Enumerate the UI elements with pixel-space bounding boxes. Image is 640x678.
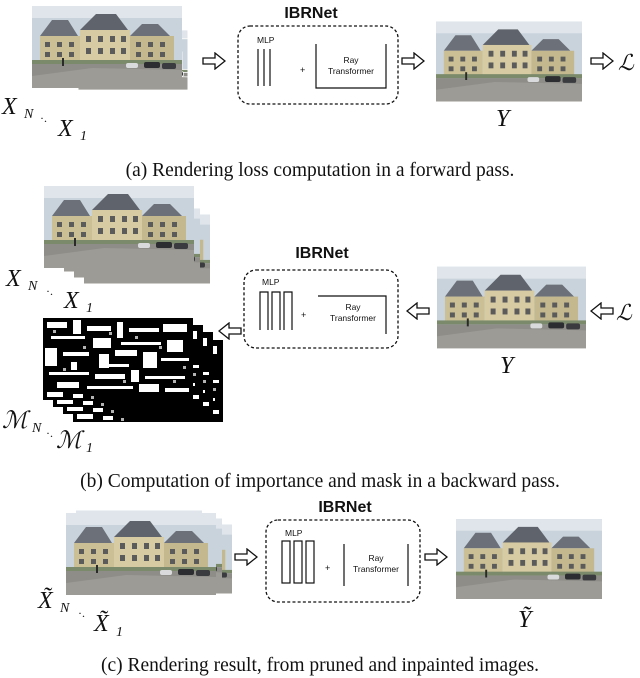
label-x-n-sub: N <box>27 279 38 294</box>
label-dots: ·. <box>40 111 47 125</box>
ibrnet-title: IBRNet <box>284 5 338 22</box>
caption-b: (b) Computation of importance and mask i… <box>80 471 560 492</box>
ibrnet-block: IBRNet MLP + Ray Transformer <box>243 245 399 349</box>
mlp-label: MLP <box>257 35 275 45</box>
mlp-layers <box>257 49 271 86</box>
input-image-stack <box>44 186 210 284</box>
output-label-y: Y <box>496 106 512 132</box>
label-x-1-sub: 1 <box>86 301 93 316</box>
label-x-1: X <box>57 116 74 142</box>
ray-transformer-bracket <box>318 295 387 334</box>
ray-transformer-line2: Transformer <box>353 564 399 574</box>
input-image-stack <box>32 6 189 90</box>
caption-c: (c) Rendering result, from pruned and in… <box>101 655 539 676</box>
mask-image <box>43 318 193 400</box>
label-dots: ·. <box>78 606 85 620</box>
arrow-right <box>424 548 448 566</box>
ray-transformer-line1: Ray <box>343 55 359 65</box>
mlp-label: MLP <box>262 277 280 287</box>
input-image <box>44 186 194 268</box>
ibrnet-block: IBRNet MLP + Ray Transformer <box>265 499 421 603</box>
label-dots: ·. <box>46 426 53 440</box>
mlp-layers <box>259 291 293 330</box>
panel-c: IBRNet MLP + Ray Transformer Ỹ X̃ N ·. X… <box>37 499 602 676</box>
ray-transformer-line2: Transformer <box>330 313 376 323</box>
output-label-y-tilde: Ỹ <box>518 607 534 633</box>
label-x-1: X <box>63 288 80 314</box>
arrow-left <box>590 302 614 320</box>
output-label-y: Y <box>500 353 516 379</box>
ibrnet-title: IBRNet <box>318 499 372 516</box>
input-image <box>32 6 182 88</box>
ray-transformer-line1: Ray <box>345 302 361 312</box>
plus-sign: + <box>300 65 305 75</box>
loss-symbol: ℒ <box>616 300 633 325</box>
label-m-n: ℳ <box>2 408 31 434</box>
arrow-right <box>234 548 258 566</box>
panel-a: IBRNet MLP + Ray Transformer ℒ Y X N ·. … <box>1 5 635 181</box>
output-image <box>437 266 586 349</box>
ray-transformer-bracket <box>315 44 387 89</box>
arrow-right <box>590 52 614 70</box>
ibrnet-box <box>243 269 399 349</box>
label-m-n-sub: N <box>31 421 42 436</box>
input-image <box>66 513 216 595</box>
label-x-1-sub: 1 <box>80 129 87 144</box>
label-dots: ·. <box>46 284 53 298</box>
ray-transformer-line1: Ray <box>368 553 384 563</box>
arrow-right <box>202 52 226 70</box>
ibrnet-box <box>237 25 399 105</box>
ray-transformer-line2: Transformer <box>328 66 374 76</box>
label-m-1: ℳ <box>56 428 85 454</box>
arrow-right <box>401 52 425 70</box>
label-m-1-sub: 1 <box>86 441 93 456</box>
input-image-stack <box>66 510 232 595</box>
label-x-tilde-n: X̃ <box>37 587 54 614</box>
arrow-left <box>218 322 242 340</box>
label-x-n: X <box>5 266 22 292</box>
arrow-left <box>406 302 430 320</box>
label-x-n-sub: N <box>59 601 70 616</box>
plus-sign: + <box>301 310 306 320</box>
caption-a: (a) Rendering loss computation in a forw… <box>126 160 515 181</box>
mlp-label: MLP <box>285 528 303 538</box>
mlp-layers <box>281 540 315 584</box>
label-x-1-sub: 1 <box>116 625 123 640</box>
label-x-n: X <box>1 94 18 120</box>
mask-stack <box>43 318 223 422</box>
label-x-tilde-1: X̃ <box>93 610 110 637</box>
loss-symbol: ℒ <box>618 50 635 75</box>
ibrnet-box <box>265 519 421 603</box>
ibrnet-title: IBRNet <box>295 245 349 262</box>
panel-b: IBRNet MLP + Ray Transformer ℒ Y X N ·. … <box>2 186 633 492</box>
label-x-n-sub: N <box>23 107 34 122</box>
plus-sign: + <box>325 563 330 573</box>
output-image <box>436 21 582 102</box>
output-image <box>456 519 602 599</box>
ibrnet-block: IBRNet MLP + Ray Transformer <box>237 5 399 105</box>
